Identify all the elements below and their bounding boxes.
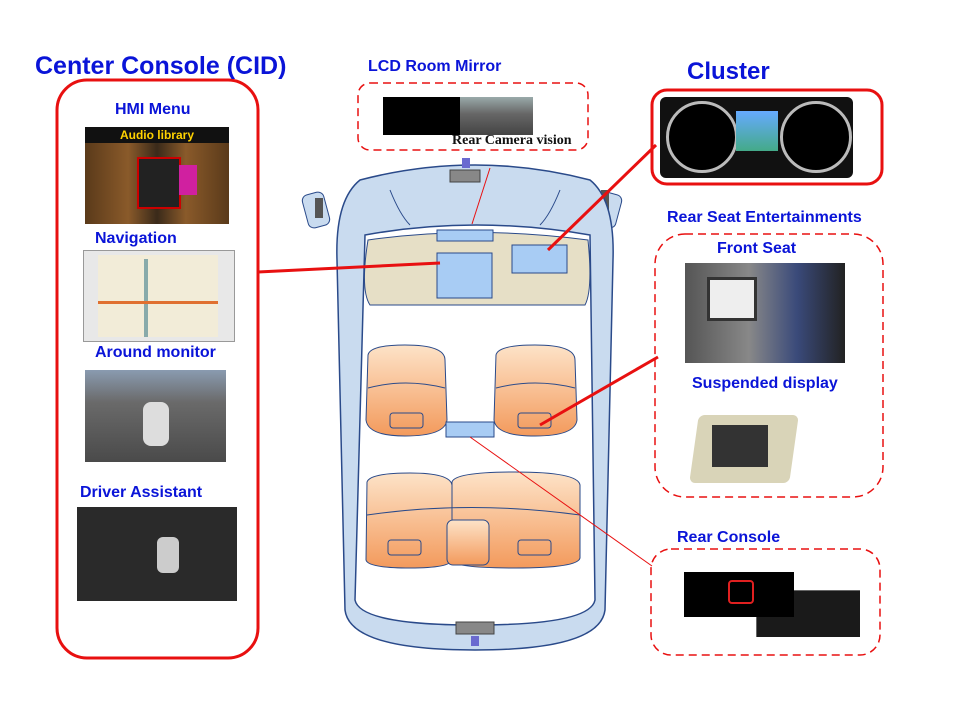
rear-console-title: Rear Console <box>677 529 781 546</box>
front-seat-label: Front Seat <box>717 240 797 257</box>
center-console-frame <box>55 78 260 660</box>
connector-mirror <box>471 167 491 225</box>
suspended-display-screenshot <box>688 395 832 487</box>
screen-mirror <box>436 229 494 242</box>
mirror-title: LCD Room Mirror <box>368 58 502 75</box>
car-top-view <box>301 158 623 651</box>
connector-cid <box>257 261 441 274</box>
hmi-screen-title: Audio library <box>85 127 229 143</box>
navigation-label: Navigation <box>95 230 177 247</box>
cluster-frame <box>650 88 884 186</box>
driver-assistant-screenshot <box>77 507 237 601</box>
around-monitor-label: Around monitor <box>95 344 216 361</box>
mirror-screenshot <box>383 97 533 135</box>
hmi-menu-label: HMI Menu <box>115 101 191 118</box>
cluster-screenshot <box>660 97 853 178</box>
rear-console-screenshot <box>684 572 860 637</box>
connector-rse <box>539 355 659 427</box>
cluster-title: Cluster <box>687 58 770 85</box>
front-seat-screenshot <box>685 263 845 363</box>
driver-assistant-label: Driver Assistant <box>80 484 203 501</box>
screen-rear-console <box>445 421 495 438</box>
suspended-display-label: Suspended display <box>692 375 838 392</box>
screen-cluster <box>511 244 568 274</box>
hmi-menu-screenshot: Audio library <box>85 127 229 224</box>
connector-rear-console <box>469 436 653 567</box>
screen-rse <box>517 412 552 429</box>
rear-camera-caption: Rear Camera vision <box>452 133 572 148</box>
screen-cid <box>436 252 493 299</box>
rse-frame <box>654 233 884 498</box>
connector-cluster <box>546 143 658 252</box>
around-monitor-screenshot <box>85 370 226 462</box>
navigation-screenshot <box>83 250 235 342</box>
rear-console-frame <box>650 548 881 656</box>
center-console-title: Center Console (CID) <box>35 52 287 80</box>
rse-title: Rear Seat Entertainments <box>667 209 862 226</box>
